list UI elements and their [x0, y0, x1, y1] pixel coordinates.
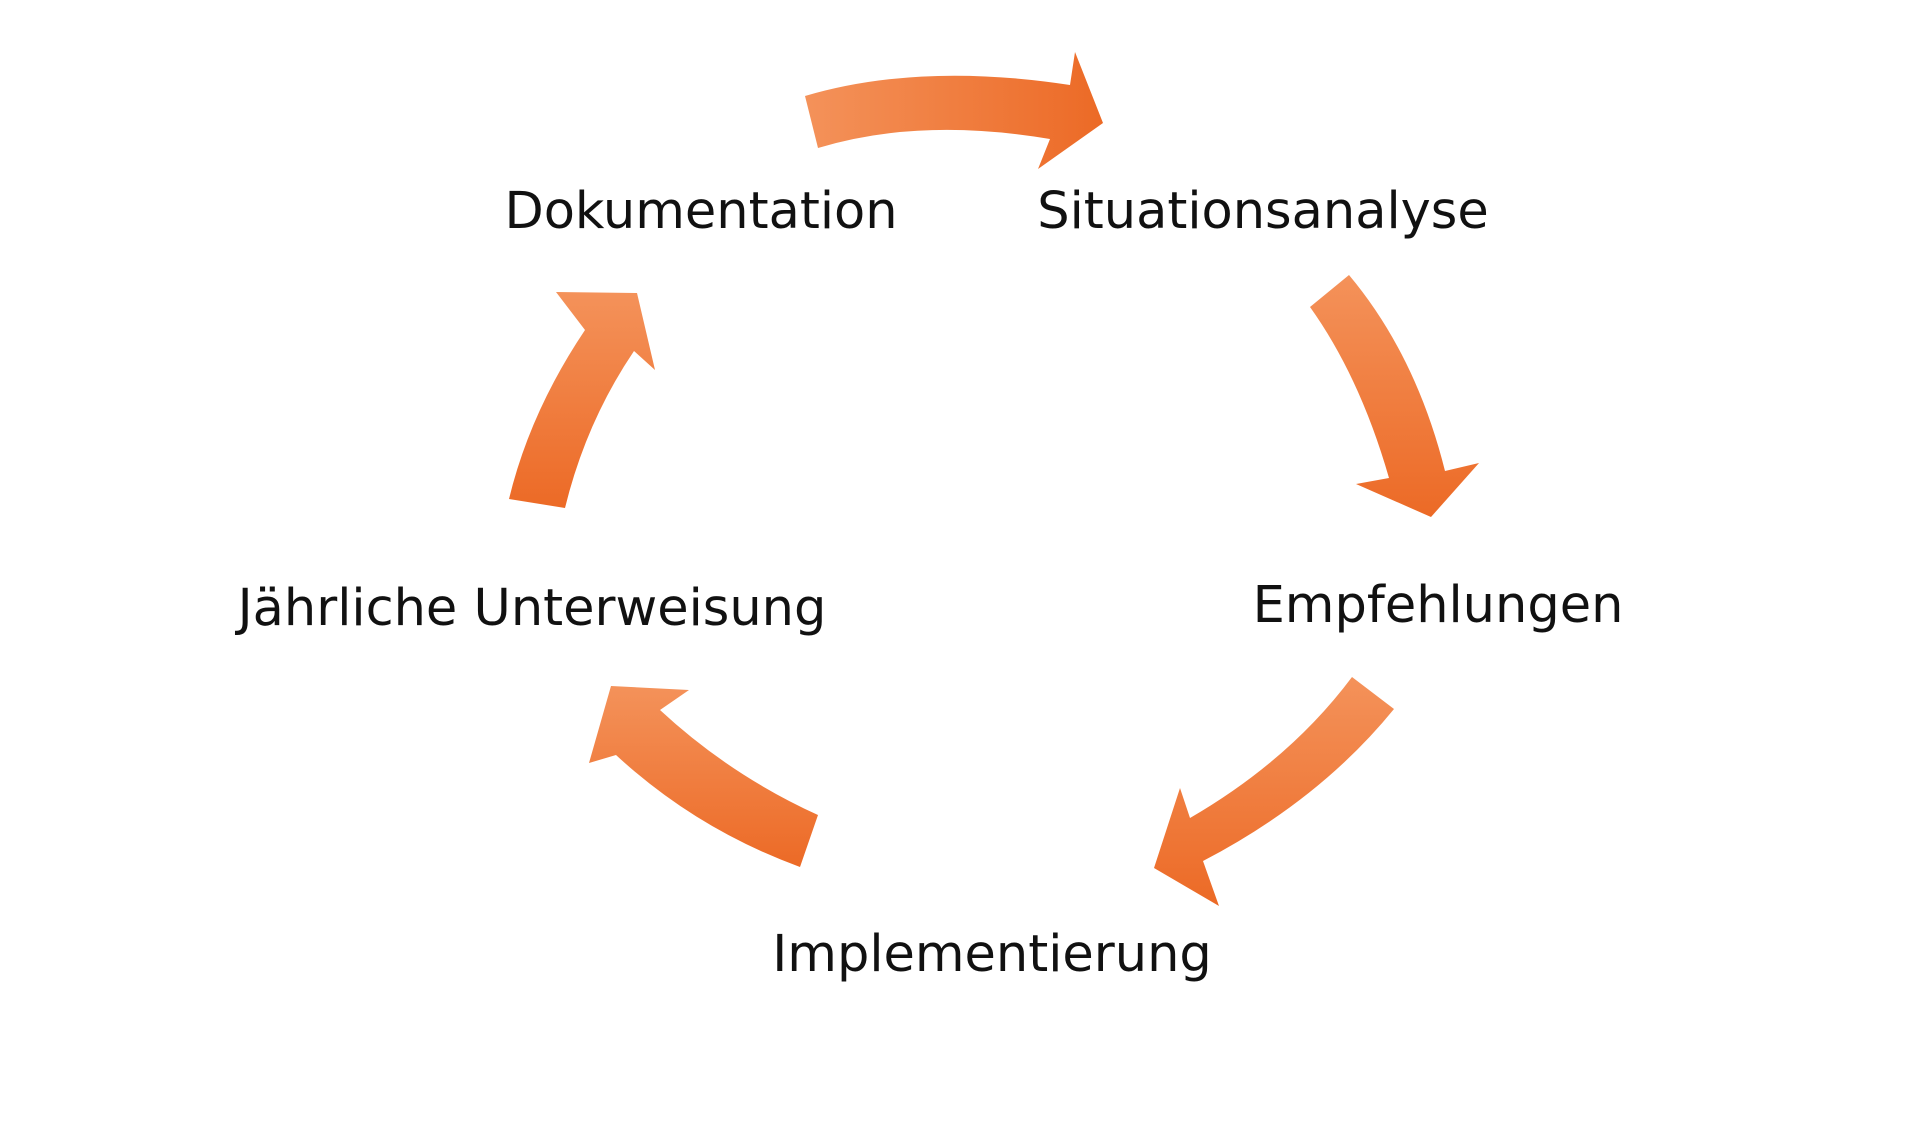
step-label-situationsanalyse: Situationsanalyse — [1037, 182, 1489, 241]
arrow-situationsanalyse-to-empfehlungen-icon — [1310, 275, 1479, 517]
arrow-empfehlungen-to-implementierung-icon — [1154, 677, 1394, 906]
step-label-dokumentation: Dokumentation — [504, 182, 898, 241]
arrow-dokumentation-to-situationsanalyse-icon — [805, 52, 1103, 169]
step-label-empfehlungen: Empfehlungen — [1252, 576, 1624, 635]
arrow-implementierung-to-unterweisung-icon — [589, 686, 818, 867]
step-label-implementierung: Implementierung — [772, 925, 1212, 984]
arrow-unterweisung-to-dokumentation-icon — [509, 292, 655, 508]
step-label-jaehrliche-unterweisung: Jährliche Unterweisung — [237, 579, 827, 638]
